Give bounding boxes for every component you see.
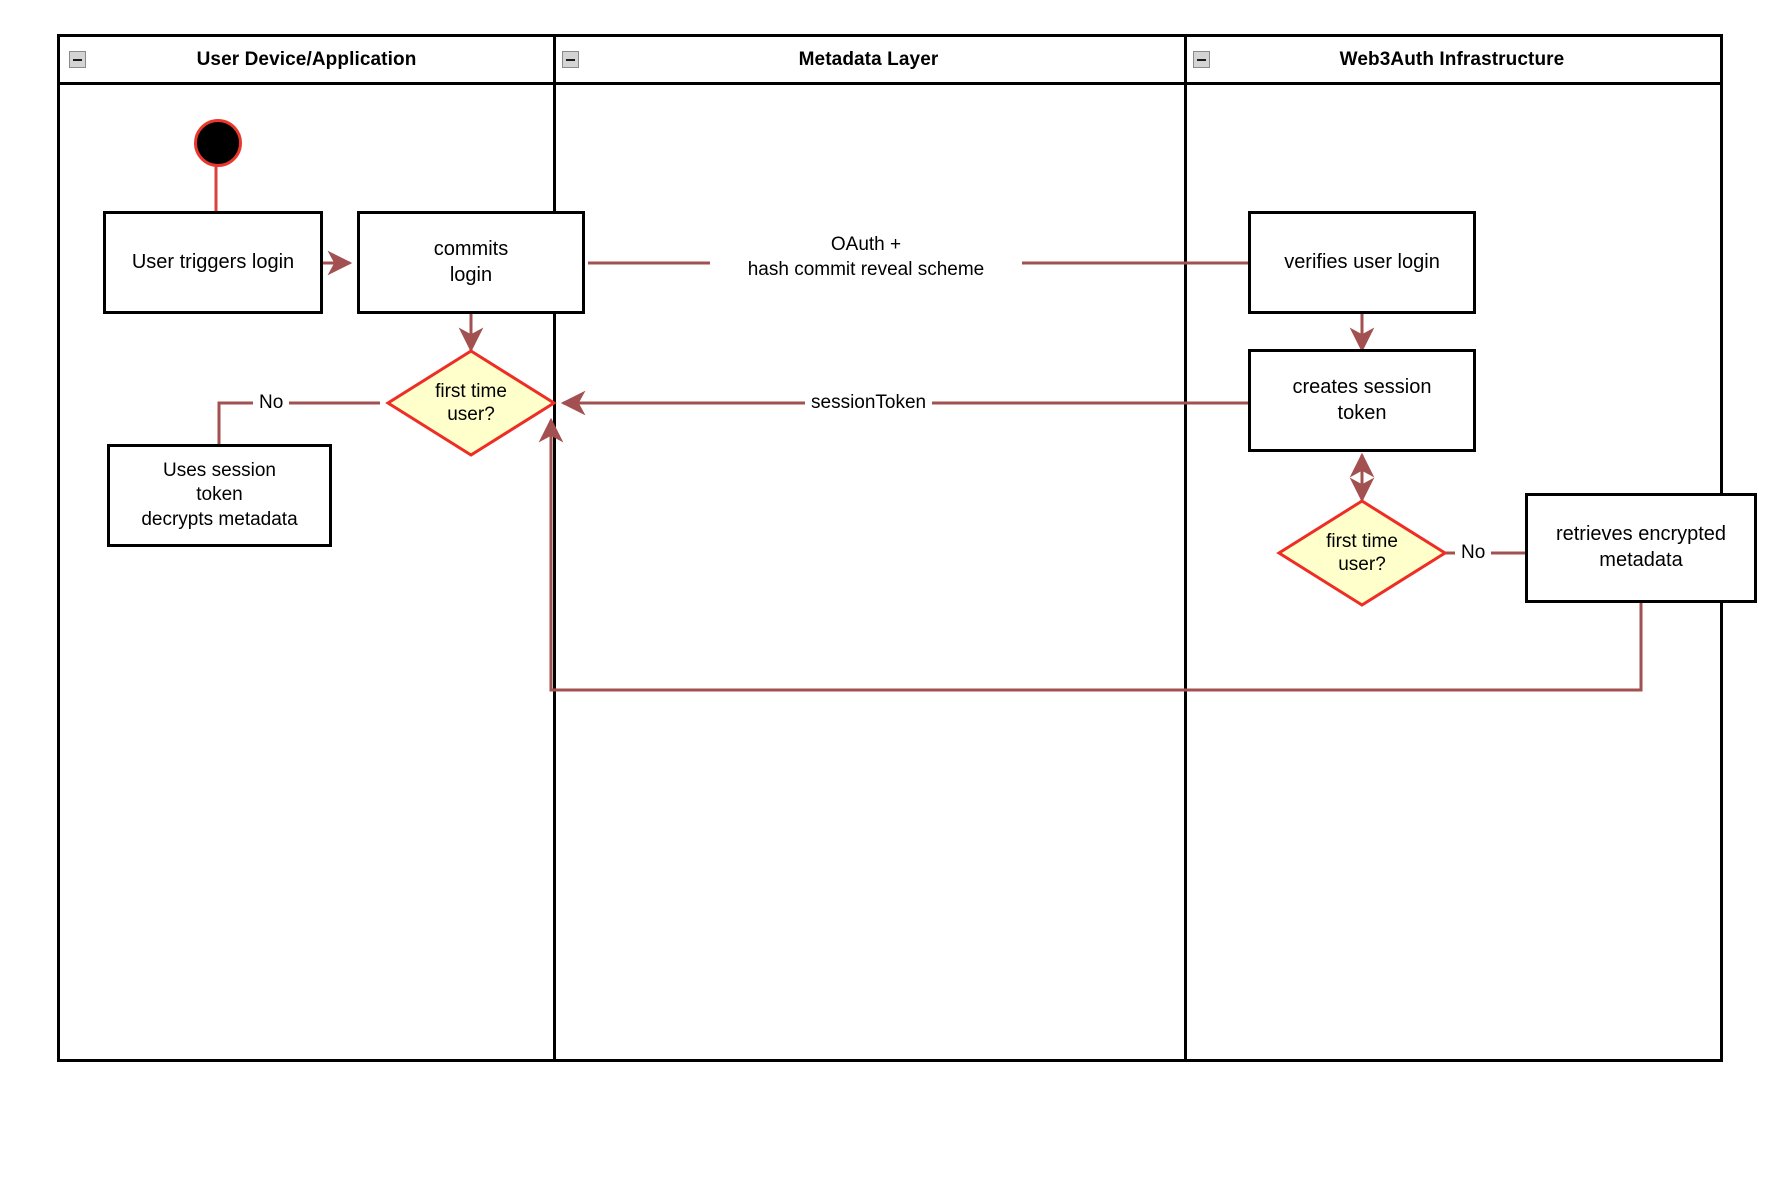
action-label: Uses session token decrypts metadata <box>141 460 298 530</box>
lane-divider-1 <box>553 37 556 1059</box>
lane-title-user: User Device/Application <box>196 48 417 70</box>
action-creates-session-token[interactable]: creates session token <box>1248 349 1476 452</box>
lane-divider-2 <box>1184 37 1187 1059</box>
edge-label-session-token: sessionToken <box>805 390 933 417</box>
edge-label-oauth: OAuth + hash commit reveal scheme <box>710 232 1022 284</box>
action-label: User triggers login <box>131 250 295 273</box>
action-retrieves-encrypted-metadata[interactable]: retrieves encrypted metadata <box>1525 493 1757 603</box>
edge-label-no-left: No <box>253 390 290 417</box>
lane-header-metadata[interactable]: Metadata Layer <box>553 37 1184 85</box>
action-label: retrieves encrypted metadata <box>1555 523 1727 571</box>
action-commits-login[interactable]: commits login <box>357 211 585 314</box>
action-label: creates session token <box>1292 375 1432 424</box>
lane-header-web3auth[interactable]: Web3Auth Infrastructure <box>1184 37 1720 85</box>
collapse-minus-icon[interactable] <box>1193 51 1210 68</box>
action-verifies-user-login[interactable]: verifies user login <box>1248 211 1476 314</box>
initial-node[interactable] <box>194 119 242 167</box>
decision-label: first time user? <box>1326 530 1398 575</box>
collapse-minus-icon[interactable] <box>562 51 579 68</box>
lane-header-user[interactable]: User Device/Application <box>60 37 553 85</box>
edge-label-no-right: No <box>1455 540 1492 567</box>
lane-title-metadata: Metadata Layer <box>798 48 939 70</box>
action-label: commits login <box>433 237 509 286</box>
collapse-minus-icon[interactable] <box>69 51 86 68</box>
action-uses-session-token[interactable]: Uses session token decrypts metadata <box>107 444 332 547</box>
decision-first-time-user-left[interactable]: first time user? <box>385 348 557 458</box>
lane-title-web3auth: Web3Auth Infrastructure <box>1339 48 1565 70</box>
action-user-triggers-login[interactable]: User triggers login <box>103 211 323 314</box>
decision-first-time-user-right[interactable]: first time user? <box>1276 498 1448 608</box>
action-label: verifies user login <box>1284 250 1440 273</box>
decision-label: first time user? <box>435 380 507 425</box>
